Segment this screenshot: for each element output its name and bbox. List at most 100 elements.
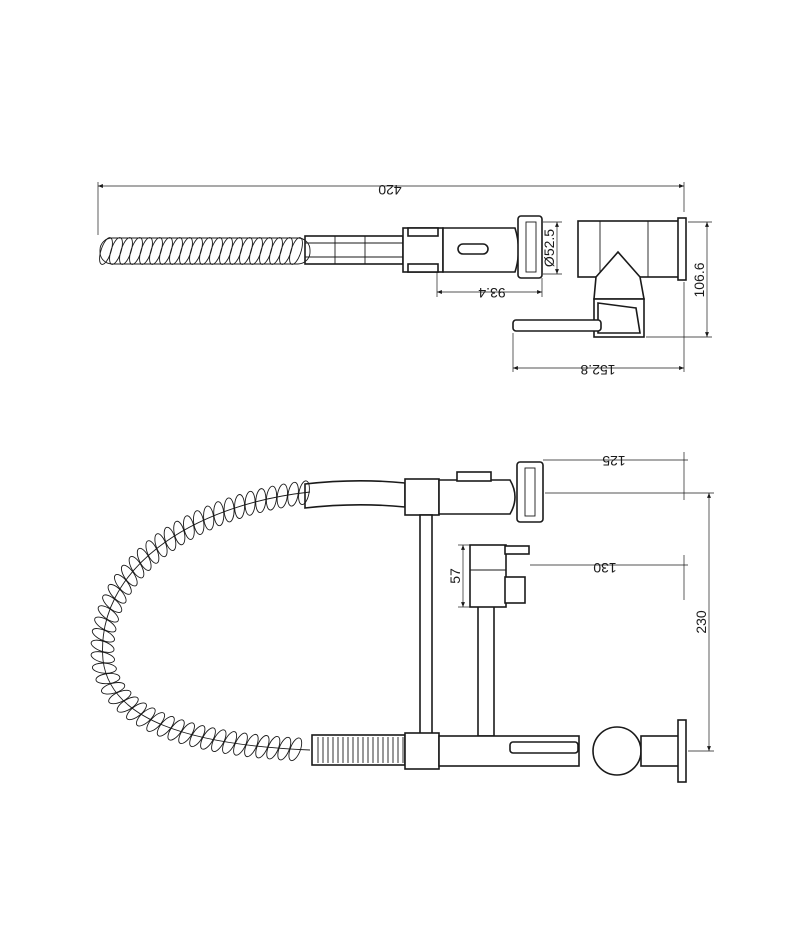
side-spring-coil bbox=[90, 480, 310, 762]
coil-loop bbox=[135, 707, 156, 727]
coil-loop bbox=[288, 737, 303, 762]
dim-152-8: 152.8 bbox=[512, 282, 685, 378]
coil-loop bbox=[209, 237, 223, 265]
coil-loop bbox=[156, 716, 175, 737]
dim-93-4-label: 93.4 bbox=[478, 285, 505, 301]
dim-420-label: 420 bbox=[378, 182, 402, 198]
coil-loop bbox=[213, 501, 225, 527]
coil-loop bbox=[116, 696, 139, 713]
coil-loop bbox=[90, 639, 115, 653]
side-lower-sleeve-ribs bbox=[317, 737, 404, 763]
coil-loop bbox=[107, 583, 127, 604]
coil-loop bbox=[136, 547, 152, 571]
coil-loop bbox=[128, 556, 145, 579]
coil-loop bbox=[199, 237, 213, 265]
coil-loop bbox=[249, 237, 263, 265]
dim-106-6-label: 106.6 bbox=[691, 262, 707, 297]
coil-loop bbox=[91, 628, 115, 643]
coil-loop bbox=[129, 237, 143, 265]
coil-loop bbox=[279, 237, 293, 265]
top-lever bbox=[512, 319, 602, 332]
side-view: 125 130 57 230 bbox=[90, 452, 714, 783]
coil-loop bbox=[139, 237, 153, 265]
side-holder-post bbox=[477, 597, 495, 737]
side-spray-button bbox=[456, 471, 492, 482]
side-body bbox=[640, 735, 680, 767]
coil-loop bbox=[173, 520, 186, 546]
coil-loop bbox=[167, 719, 185, 741]
coil-loop bbox=[244, 733, 259, 758]
side-column bbox=[419, 514, 433, 737]
dim-420: 420 bbox=[97, 182, 685, 235]
coil-loop bbox=[109, 237, 123, 265]
coil-loop bbox=[120, 564, 138, 587]
dim-125-label: 125 bbox=[602, 453, 626, 469]
coil-loop bbox=[259, 237, 273, 265]
dim-230: 230 bbox=[545, 492, 714, 752]
coil-loop bbox=[276, 483, 288, 509]
coil-loop bbox=[269, 237, 283, 265]
coil-loop bbox=[91, 662, 117, 674]
coil-loop bbox=[287, 481, 299, 507]
coil-loop bbox=[163, 526, 177, 551]
coil-loop bbox=[200, 727, 216, 750]
top-spray-head bbox=[442, 215, 543, 279]
coil-loop bbox=[189, 237, 203, 265]
dim-57: 57 bbox=[447, 544, 472, 608]
side-hose-path bbox=[102, 491, 311, 751]
top-view: 420 93.4 Ø52.5 106.6 152.8 bbox=[97, 182, 712, 378]
dim-125: 125 bbox=[543, 452, 688, 500]
coil-loop bbox=[277, 736, 292, 761]
top-hose-sleeve bbox=[304, 235, 404, 265]
coil-loop bbox=[90, 651, 115, 664]
top-body bbox=[512, 217, 687, 338]
coil-loop bbox=[97, 605, 119, 623]
side-valve-knob bbox=[592, 726, 642, 776]
coil-loop bbox=[102, 594, 123, 613]
top-spring-coil bbox=[99, 237, 303, 265]
side-lever bbox=[509, 741, 579, 754]
dim-106-6: 106.6 bbox=[646, 221, 712, 338]
coil-loop bbox=[145, 540, 160, 564]
top-spring-outline bbox=[99, 237, 311, 265]
dim-diameter-label: Ø52.5 bbox=[541, 229, 557, 267]
coil-loop bbox=[234, 494, 246, 519]
top-spray-face bbox=[517, 215, 543, 279]
spray-button bbox=[457, 243, 489, 255]
dim-130-label: 130 bbox=[593, 560, 617, 576]
coil-loop bbox=[255, 735, 270, 759]
side-spray-face bbox=[516, 461, 544, 523]
side-spray-head bbox=[438, 479, 516, 515]
top-cone bbox=[593, 250, 645, 300]
dim-93-4: 93.4 bbox=[436, 272, 543, 301]
dim-57-label: 57 bbox=[447, 568, 463, 584]
top-wall-flange bbox=[677, 217, 687, 281]
coil-loop bbox=[233, 732, 248, 756]
dim-152-8-label: 152.8 bbox=[580, 362, 615, 378]
coil-loop bbox=[183, 515, 195, 540]
coil-loop bbox=[119, 237, 133, 265]
coil-loop bbox=[178, 722, 195, 744]
coil-loop bbox=[298, 480, 310, 505]
coil-loop bbox=[189, 725, 206, 748]
coil-loop bbox=[154, 533, 168, 558]
side-wall-flange bbox=[677, 719, 687, 783]
side-lower-sleeve bbox=[311, 734, 406, 766]
coil-loop bbox=[211, 729, 227, 752]
side-upper-collar bbox=[404, 478, 440, 516]
coil-loop bbox=[193, 510, 205, 535]
coil-loop bbox=[266, 736, 281, 760]
coil-loop bbox=[229, 237, 243, 265]
side-holder-pin bbox=[504, 545, 530, 555]
coil-loop bbox=[203, 505, 215, 531]
dim-diameter: Ø52.5 bbox=[541, 221, 562, 275]
coil-loop bbox=[244, 490, 256, 516]
coil-loop bbox=[289, 237, 303, 265]
coil-loop bbox=[255, 488, 267, 514]
coil-loop bbox=[108, 689, 132, 705]
coil-loop bbox=[222, 731, 238, 754]
coil-loop bbox=[126, 702, 147, 721]
coil-loop bbox=[95, 673, 121, 685]
coil-loop bbox=[101, 682, 126, 695]
